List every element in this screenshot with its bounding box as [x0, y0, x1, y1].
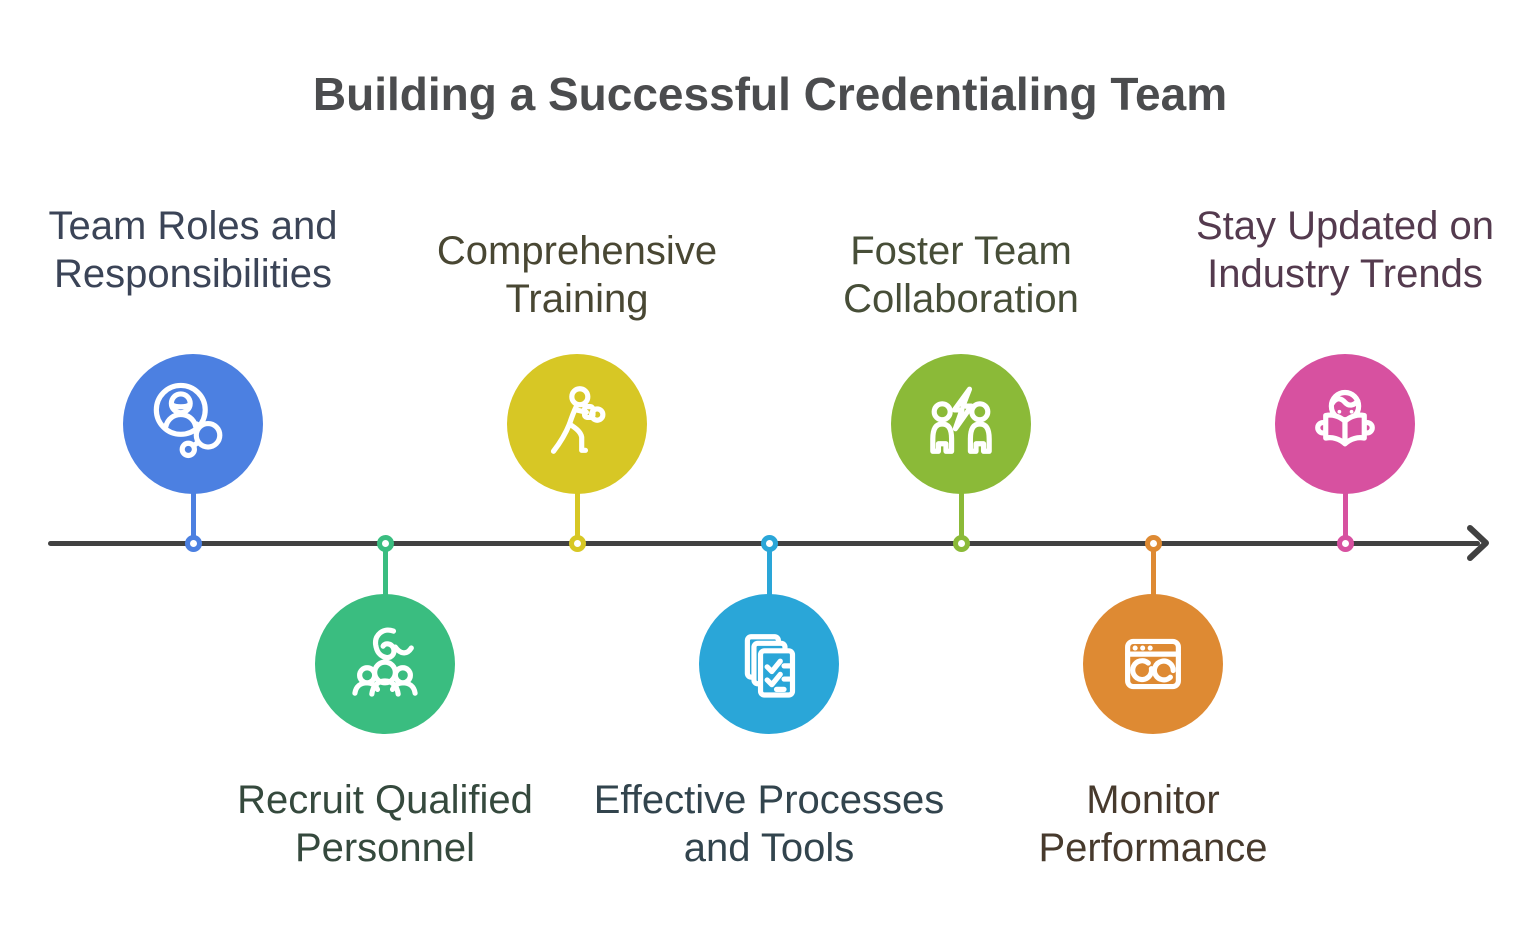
timeline-node-dot: [952, 534, 970, 552]
timeline-item-collaboration: Foster Team Collaboration: [761, 0, 1161, 950]
reading-book-icon: [1315, 389, 1375, 447]
timeline-node-dot: [760, 534, 778, 552]
exercise-person-icon: [550, 386, 606, 454]
timeline-item-training: Comprehensive Training: [377, 0, 777, 950]
item-label: Comprehensive Training: [384, 227, 770, 323]
timeline-item-processes: Effective Processes and Tools: [569, 0, 969, 950]
label-line: Monitor: [1086, 778, 1220, 822]
connector-stem: [1150, 543, 1156, 598]
label-line: Industry Trends: [1207, 252, 1483, 296]
timeline-item-trends: Stay Updated on Industry Trends: [1145, 0, 1540, 950]
connector-stem: [190, 488, 196, 543]
connector-stem: [958, 488, 964, 543]
label-line: Performance: [1038, 826, 1268, 870]
item-label: Monitor Performance: [960, 776, 1346, 872]
connector-stem: [1342, 488, 1348, 543]
label-line: Collaboration: [843, 277, 1079, 321]
item-label: Team Roles and Responsibilities: [0, 202, 386, 298]
label-line: Foster Team: [850, 229, 1072, 273]
timeline-item-recruit: Recruit Qualified Personnel: [185, 0, 585, 950]
icon-bubble: [699, 594, 839, 734]
timeline-node-dot: [1144, 534, 1162, 552]
icon-bubble: [891, 354, 1031, 494]
connector-stem: [574, 488, 580, 543]
checklist-documents-icon: [744, 634, 796, 698]
connector-stem: [766, 543, 772, 598]
label-line: Stay Updated on: [1196, 204, 1494, 248]
label-line: and Tools: [683, 826, 855, 870]
timeline-node-dot: [1336, 534, 1354, 552]
timeline-item-monitor: Monitor Performance: [953, 0, 1353, 950]
label-line: Recruit Qualified: [237, 778, 533, 822]
item-label: Foster Team Collaboration: [768, 227, 1154, 323]
item-label: Recruit Qualified Personnel: [192, 776, 578, 872]
icon-bubble: [1275, 354, 1415, 494]
dashboard-window-icon: [1125, 638, 1181, 690]
timeline-node-dot: [568, 534, 586, 552]
connector-stem: [382, 543, 388, 598]
item-label: Effective Processes and Tools: [576, 776, 962, 872]
icon-bubble: [1083, 594, 1223, 734]
timeline-node-dot: [184, 534, 202, 552]
label-line: Team Roles and: [48, 204, 338, 248]
icon-bubble: [315, 594, 455, 734]
timeline-item-team-roles: Team Roles and Responsibilities: [0, 0, 393, 950]
label-line: Comprehensive: [436, 229, 718, 273]
page-title: Building a Successful Credentialing Team: [312, 68, 1228, 120]
icon-bubble: [123, 354, 263, 494]
item-label: Stay Updated on Industry Trends: [1152, 202, 1538, 298]
icon-bubble: [507, 354, 647, 494]
label-line: Personnel: [294, 826, 476, 870]
hand-picking-person-icon: [352, 627, 418, 697]
timeline-arrow-icon: [1467, 525, 1489, 561]
people-lightning-icon: [930, 386, 992, 454]
label-line: Training: [505, 277, 649, 321]
label-line: Effective Processes: [593, 778, 945, 822]
label-line: Responsibilities: [54, 252, 332, 296]
timeline-node-dot: [376, 534, 394, 552]
person-network-icon: [153, 382, 223, 459]
